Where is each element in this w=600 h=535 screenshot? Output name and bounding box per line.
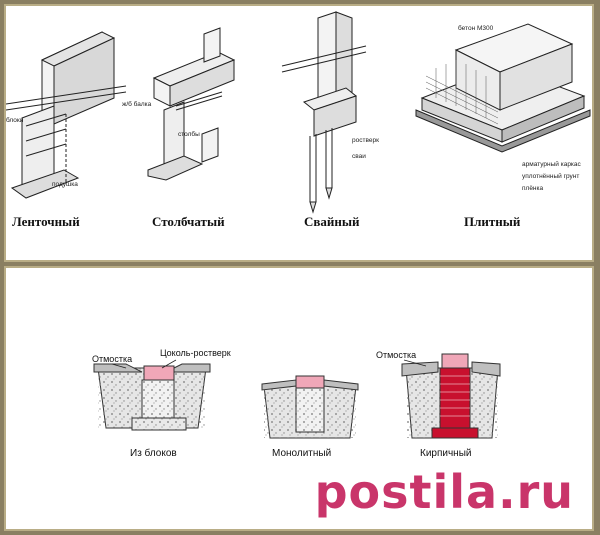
postila-watermark: postila.ru <box>315 465 574 519</box>
label-plenka: плёнка <box>522 185 544 192</box>
label-svai: сваи <box>352 153 366 160</box>
label-grunt: уплотнённый грунт <box>522 172 579 180</box>
caption-stolbchaty: Столбчатый <box>152 214 225 229</box>
watermark-dot: . <box>498 465 517 519</box>
column-foundation-figure <box>147 27 236 181</box>
slab-foundation-figure <box>415 23 591 153</box>
label-otmostka-right: Отмостка <box>376 350 416 360</box>
caption-iz-blokov: Из блоков <box>130 447 177 459</box>
caption-kirpichny: Кирпичный <box>420 448 471 459</box>
bottom-panel: Отмостка Цоколь-ростверк Отмостка Из бло… <box>4 266 594 531</box>
watermark-tld: ru <box>516 465 574 519</box>
label-bloki: блоки <box>6 116 24 124</box>
watermark-main: postila <box>314 465 499 519</box>
label-rostverk: ростверк <box>352 137 379 144</box>
foundation-types-drawing: блоки подушка ж/б балка столбы ростверк … <box>6 11 591 229</box>
label-stolby: столбы <box>178 130 200 138</box>
label-podushka: подушка <box>52 181 78 188</box>
caption-monolitny: Монолитный <box>272 448 331 459</box>
caption-lentochny: Ленточный <box>12 214 80 229</box>
label-zhb-balka: ж/б балка <box>122 100 152 108</box>
label-otmostka-left: Отмостка <box>92 354 132 364</box>
top-panel: блоки подушка ж/б балка столбы ростверк … <box>4 4 594 262</box>
plinth-types-drawing: Отмостка Цоколь-ростверк Отмостка Из бло… <box>92 348 501 459</box>
label-cokol-rostverk: Цоколь-ростверк <box>160 348 231 358</box>
caption-plitny: Плитный <box>464 214 521 229</box>
block-plinth-figure <box>93 363 211 431</box>
label-armatura: арматурный каркас <box>522 160 582 168</box>
monolithic-plinth-figure <box>261 375 359 439</box>
brick-plinth-figure <box>401 353 501 439</box>
pile-foundation-figure <box>281 11 367 214</box>
label-beton: бетон М300 <box>458 24 494 32</box>
caption-svayny: Свайный <box>304 214 360 229</box>
strip-foundation-figure <box>6 31 127 199</box>
